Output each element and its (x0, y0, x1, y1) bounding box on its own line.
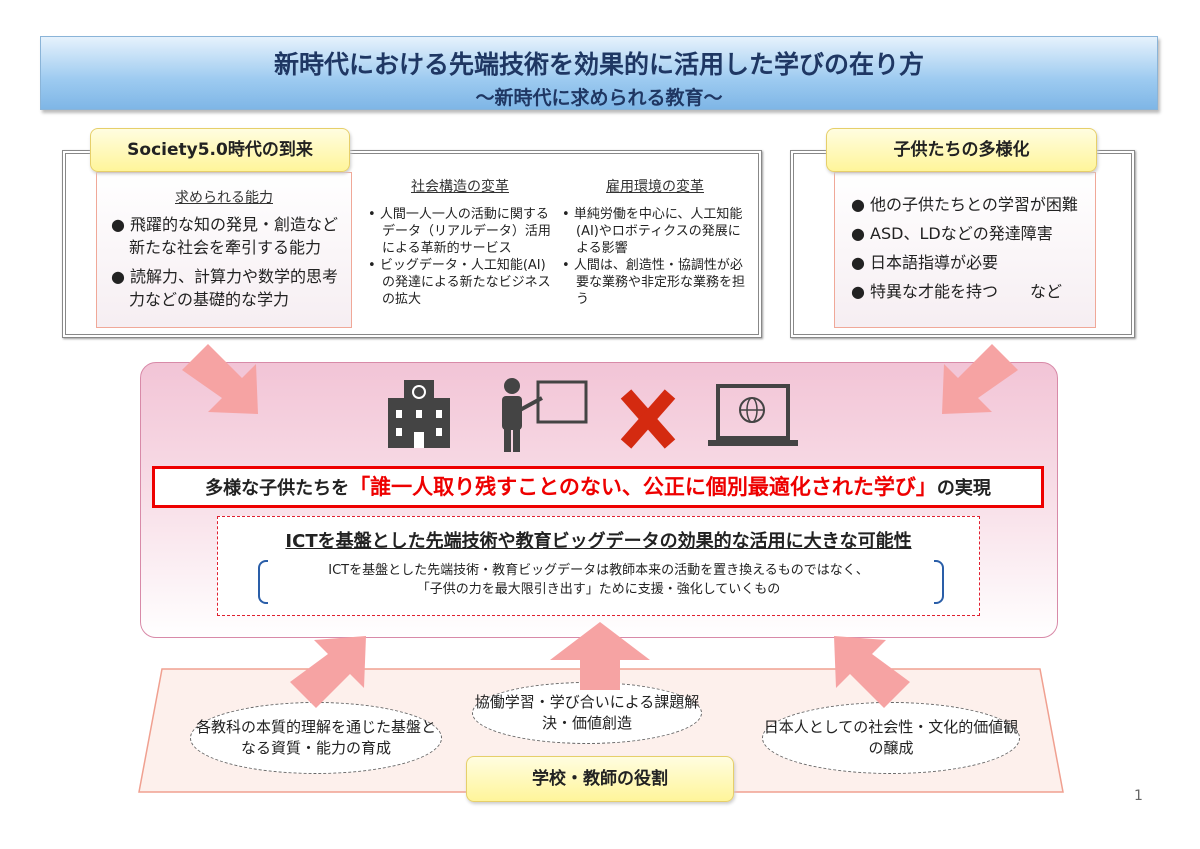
goal-suffix: の実現 (936, 478, 991, 499)
title-banner: 新時代における先端技術を効果的に活用した学びの在り方 ～新時代に求められる教育～ (40, 36, 1158, 110)
social-change-column: 社会構造の変革 • 人間一人一人の活動に関するデータ（リアルデータ）活用による革… (364, 176, 556, 308)
possibility-heading: ICTを基盤とした先端技術や教育ビッグデータの効果的な活用に大きな可能性 (285, 531, 912, 552)
right-bracket (934, 560, 944, 604)
arrow-up-icon (550, 622, 650, 690)
goal-emphasis: 「誰一人取り残すことのない、公正に個別最適化された学び」 (349, 475, 937, 499)
role-item: 各教科の本質的理解を通じた基盤となる資質・能力の育成 (190, 702, 442, 774)
abilities-box: 求められる能力 ● 飛躍的な知の発見・創造など新たな社会を牽引する能力 ● 読解… (96, 172, 352, 328)
arrow-up-right-icon (290, 636, 366, 708)
role-item: 協働学習・学び合いによる課題解決・価値創造 (472, 682, 702, 744)
arrow-down-left-icon (942, 344, 1018, 414)
arrow-down-right-icon (182, 344, 258, 414)
employment-change-item: • 単純労働を中心に、人工知能(AI)やロボティクスの発展による影響 (562, 207, 743, 256)
social-change-item: • ビッグデータ・人工知能(AI)の発達による新たなビジネスの拡大 (368, 258, 551, 307)
left-bracket (258, 560, 268, 604)
diversity-item: ● 他の子供たちとの学習が困難 (851, 195, 1078, 214)
arrow-up-left-icon (834, 636, 910, 708)
icon-row (388, 378, 798, 452)
page-title: 新時代における先端技術を効果的に活用した学びの在り方 (273, 50, 924, 79)
school-icon (388, 380, 450, 448)
employment-change-column: 雇用環境の変革 • 単純労働を中心に、人工知能(AI)やロボティクスの発展による… (558, 176, 752, 308)
employment-change-item: • 人間は、創造性・協調性が必要な業務や非定形な業務を担う (562, 258, 746, 307)
employment-change-heading: 雇用環境の変革 (606, 179, 704, 195)
teacher-icon (502, 378, 588, 452)
society-label: Society5.0時代の到来 (90, 128, 350, 172)
social-change-item: • 人間一人一人の活動に関するデータ（リアルデータ）活用による革新的サービス (368, 207, 551, 256)
diversity-item: ● 日本語指導が必要 (851, 253, 999, 272)
page-subtitle: ～新時代に求められる教育～ (475, 87, 723, 109)
diversity-item: ● 特異な才能を持つ など (851, 282, 1063, 301)
abilities-heading: 求められる能力 (175, 190, 273, 206)
possibility-box: ICTを基盤とした先端技術や教育ビッグデータの効果的な活用に大きな可能性 ICT… (217, 516, 980, 616)
diversity-label: 子供たちの多様化 (826, 128, 1097, 172)
note-line: 「子供の力を最大限引き出す」ために支援・強化していくもの (416, 582, 781, 597)
roles-label: 学校・教師の役割 (466, 756, 734, 802)
possibility-note: ICTを基盤とした先端技術・教育ビッグデータは教師本来の活動を置き換えるものでは… (218, 561, 979, 599)
ability-item: ● 飛躍的な知の発見・創造など新たな社会を牽引する能力 (111, 215, 339, 257)
cross-icon (620, 389, 676, 449)
ability-item: ● 読解力、計算力や数学的思考力などの基礎的な学力 (111, 267, 339, 309)
social-change-heading: 社会構造の変革 (411, 179, 509, 195)
laptop-globe-icon (708, 384, 798, 446)
goal-prefix: 多様な子供たちを (205, 478, 350, 499)
diversity-box: ● 他の子供たちとの学習が困難 ● ASD、LDなどの発達障害 ● 日本語指導が… (834, 172, 1096, 328)
page-number: 1 (1134, 788, 1143, 804)
role-item: 日本人としての社会性・文化的価値観の醸成 (762, 702, 1020, 774)
note-line: ICTを基盤とした先端技術・教育ビッグデータは教師本来の活動を置き換えるものでは… (328, 563, 869, 578)
goal-banner: 多様な子供たちを「誰一人取り残すことのない、公正に個別最適化された学び」の実現 (152, 466, 1044, 508)
diversity-item: ● ASD、LDなどの発達障害 (851, 224, 1053, 243)
